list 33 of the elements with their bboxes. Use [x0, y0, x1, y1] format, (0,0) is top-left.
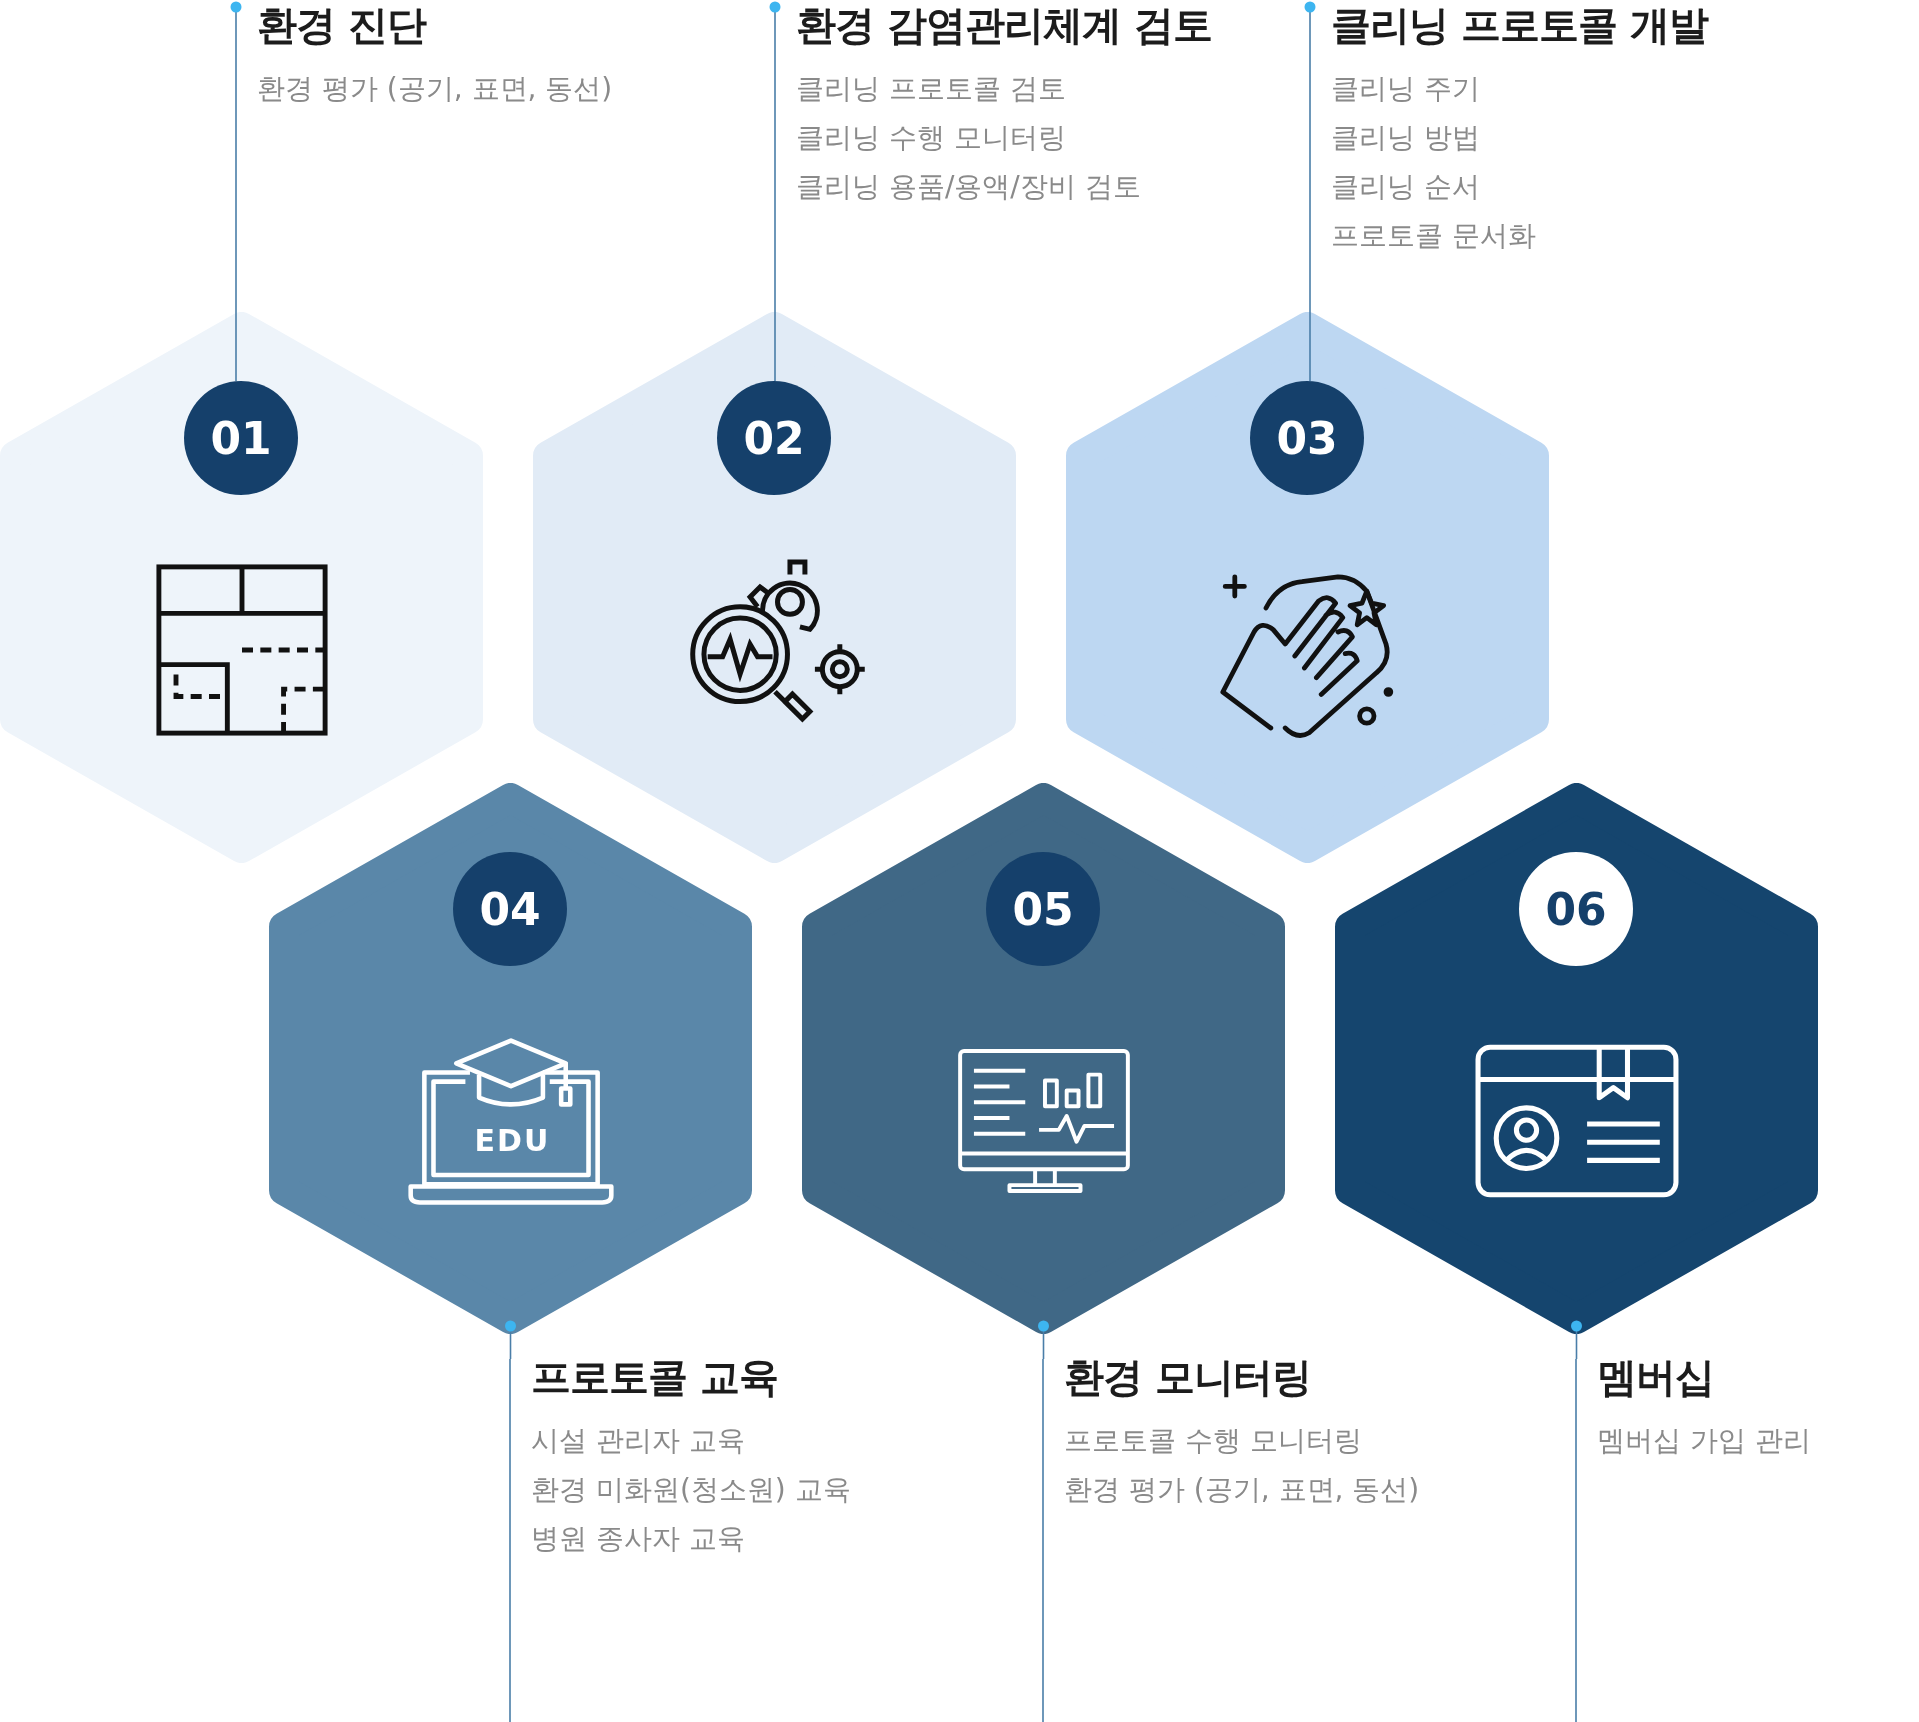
- description-text: 프로토콜 수행 모니터링: [1064, 1423, 1363, 1459]
- description-text: 프로토콜 문서화: [1331, 218, 1537, 254]
- description-text: 시설 관리자 교육: [531, 1423, 746, 1459]
- hexagon-shape: [269, 783, 752, 1334]
- description-text: 클리닝 수행 모니터링: [796, 120, 1067, 156]
- title-text: 환경 감염관리체계 검토: [796, 1, 1212, 50]
- leader-line: [1038, 1320, 1049, 1360]
- title-text: 클리닝 프로토콜 개발: [1331, 1, 1708, 50]
- icon-text: EDU: [474, 1123, 551, 1158]
- leader-line: [230, 1, 242, 382]
- leader-line: [1304, 1, 1316, 382]
- description-text: 환경 미화원(청소원) 교육: [531, 1472, 851, 1508]
- hexagon-shape: [802, 783, 1285, 1334]
- leader-line: [505, 1320, 516, 1360]
- hexagon-shape: [533, 312, 1016, 863]
- title-text: 환경 모니터링: [1064, 1353, 1312, 1402]
- description-text: 환경 평가 (공기, 표면, 동선): [1064, 1472, 1420, 1508]
- description-text: 클리닝 용품/용액/장비 검토: [796, 169, 1142, 205]
- title-text: 환경 진단: [257, 1, 428, 50]
- title-text: 프로토콜 교육: [531, 1353, 779, 1402]
- description-text: 클리닝 프로토콜 검토: [796, 71, 1067, 107]
- description-text: 환경 평가 (공기, 표면, 동선): [257, 71, 613, 107]
- leader-line: [769, 1, 781, 382]
- description-text: 클리닝 주기: [1331, 71, 1481, 107]
- description-text: 멤버십 가입 관리: [1597, 1423, 1811, 1459]
- leader-line: [1571, 1320, 1582, 1360]
- title-text: 멤버십: [1597, 1353, 1715, 1402]
- description-text: 병원 종사자 교육: [531, 1521, 746, 1557]
- hexagon-shape: [1066, 312, 1549, 863]
- hexagon-shape: [0, 312, 483, 863]
- description-text: 클리닝 방법: [1331, 120, 1481, 156]
- description-text: 클리닝 순서: [1331, 169, 1481, 205]
- hexagon-shape: [1335, 783, 1818, 1334]
